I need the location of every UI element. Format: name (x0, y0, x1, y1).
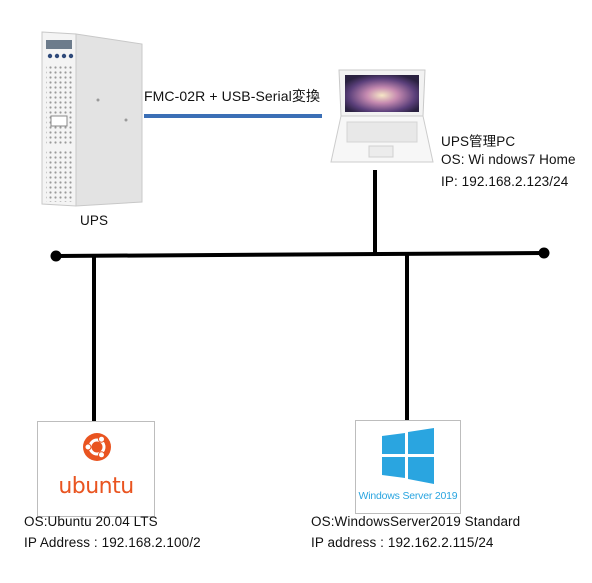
windows-os: OS:WindowsServer2019 Standard (311, 514, 521, 529)
connection-label: FMC-02R + USB-Serial変換 (144, 88, 321, 104)
ups-label: UPS (80, 213, 109, 228)
windows-logo-icon (382, 428, 434, 484)
ubuntu-os: OS:Ubuntu 20.04 LTS (24, 514, 158, 529)
bus-endpoint-right (538, 247, 550, 259)
network-bus (55, 251, 545, 258)
ubuntu-logo-text: ubuntu (58, 474, 134, 499)
ubuntu-logo-icon (83, 433, 111, 461)
mgmt-pc-title: UPS管理PC (441, 134, 516, 149)
laptop-image (325, 68, 435, 170)
mgmt-pc-os: OS: Wi ndows7 Home (441, 152, 576, 167)
ubuntu-server-node: ubuntu (37, 421, 155, 517)
ups-device-image (38, 30, 144, 208)
ubuntu-ip: IP Address : 192.168.2.100/2 (24, 535, 201, 550)
windows-server-node: Windows Server 2019 (355, 420, 461, 514)
windows-ip: IP address : 192.162.2.115/24 (311, 535, 494, 550)
windows-logo-text: Windows Server 2019 (358, 490, 458, 502)
mgmt-pc-ip: IP: 192.168.2.123/24 (441, 174, 569, 189)
bus-endpoint-left (50, 250, 62, 262)
